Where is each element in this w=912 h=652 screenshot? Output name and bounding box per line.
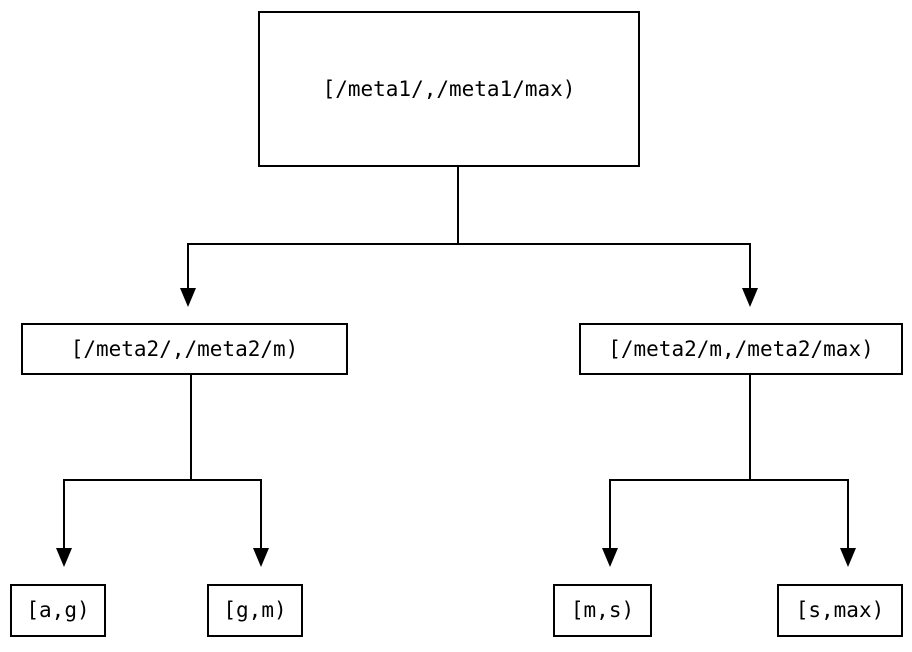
tree-node-leaf-g-m-label: [g,m) [223, 598, 287, 622]
arrowhead-meta2-left-to-leaf-gm [253, 548, 269, 567]
tree-node-root[interactable]: [/meta1/,/meta1/max) [258, 11, 640, 167]
edge-meta2-right-to-leaf-smax [750, 478, 850, 548]
arrowhead-root-to-meta2-left [180, 288, 196, 307]
edge-meta2-left-to-leaf-ag [62, 375, 193, 548]
tree-node-leaf-s-max-label: [s,max) [795, 598, 885, 622]
arrowhead-root-to-meta2-right [742, 288, 758, 307]
edge-meta2-right-to-leaf-ms [608, 375, 752, 548]
arrowhead-meta2-right-to-leaf-ms [602, 548, 618, 567]
tree-node-leaf-m-s-label: [m,s) [570, 598, 635, 622]
tree-node-leaf-m-s[interactable]: [m,s) [553, 584, 652, 637]
edge-root-to-meta2-left [186, 167, 460, 288]
tree-node-leaf-g-m[interactable]: [g,m) [207, 584, 303, 637]
arrowhead-meta2-right-to-leaf-smax [840, 548, 856, 567]
tree-node-leaf-a-g[interactable]: [a,g) [10, 584, 106, 637]
arrowhead-meta2-left-to-leaf-ag [56, 548, 72, 567]
tree-node-meta2-left[interactable]: [/meta2/,/meta2/m) [21, 323, 348, 375]
tree-node-leaf-s-max[interactable]: [s,max) [777, 584, 903, 637]
edge-meta2-left-to-leaf-gm [191, 478, 263, 548]
tree-node-meta2-right[interactable]: [/meta2/m,/meta2/max) [579, 323, 903, 375]
tree-node-meta2-left-label: [/meta2/,/meta2/m) [70, 336, 299, 361]
tree-node-leaf-a-g-label: [a,g) [26, 598, 90, 622]
tree-node-root-label: [/meta1/,/meta1/max) [322, 76, 576, 101]
edge-root-to-meta2-right [458, 242, 752, 288]
tree-node-meta2-right-label: [/meta2/m,/meta2/max) [608, 336, 874, 361]
